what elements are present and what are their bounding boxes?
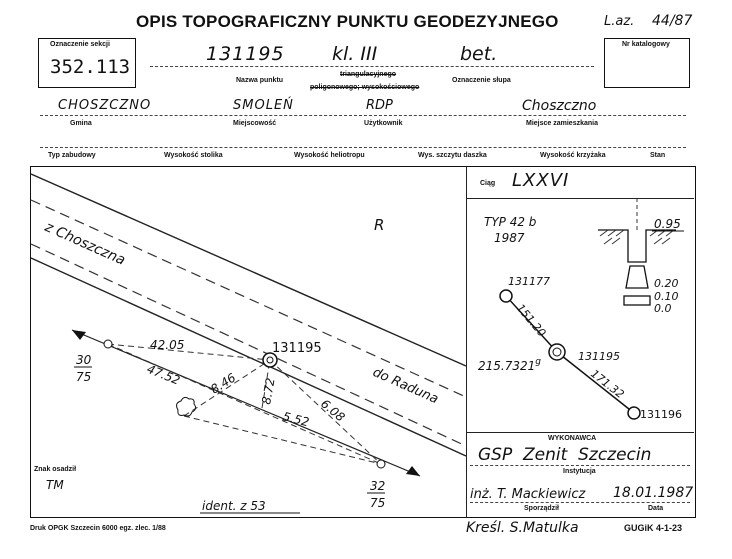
traverse-point-top [499,289,513,303]
catalog-box [604,38,690,88]
miejsce-value: Choszczno [522,98,597,114]
date-label: Data [648,505,664,512]
frac-right-bottom: 75 [370,496,385,510]
witness-point-right [376,459,386,469]
ground-cut [598,229,676,263]
traverse-angle: 215.7321g [478,357,541,373]
author-label: Sporządził [524,505,560,512]
ident-label: ident. z 53 [202,499,266,513]
road-edge-mid2 [30,243,467,447]
point-class: kl. III [332,43,378,65]
stan-label: Stan [650,152,666,159]
map-point-number: 131195 [272,341,322,356]
laz-label: L.az. [604,14,635,29]
dist-8-46: 8.46 [208,370,238,396]
arrow-right [406,466,420,476]
miejscowosc-value: SMOLEŃ [233,98,294,113]
traverse-bottom-number: 131196 [640,408,682,421]
measure-d5 [269,359,382,465]
typ-label: TYP 42 b [484,215,537,229]
dist-5-52: 5.52 [281,409,310,429]
dist-8-72: 8.72 [259,377,277,406]
typ-zabudowy-label: Typ zabudowy [48,152,96,159]
footer-form-code: GUGiK 4-1-23 [624,523,683,533]
date-value: 18.01.1987 [613,485,694,501]
daszek-label: Wys. szczytu daszka [418,152,487,159]
dist-42-05: 42.05 [150,338,184,352]
pillar-label: Oznaczenie słupa [452,77,511,84]
point-number: 131195 [206,43,285,65]
map-frame [30,166,696,518]
ground-hatching [599,229,675,245]
road-edge-bottom [30,257,467,457]
height-2: 0.10 [654,290,679,303]
ciag-label: Ciąg [480,180,496,187]
traverse-line-top [505,295,558,353]
section-value: 352.113 [50,56,131,78]
traverse-bottom-distance: 171.32 [588,367,626,401]
gmina-label: Gmina [70,120,92,127]
section-label: Oznaczenie sekcji [50,41,110,48]
typ-year: 1987 [494,231,525,245]
depth-value: 0.95 [654,217,681,231]
section-box [38,38,136,88]
miejscowosc-label: Miejscowość [233,120,277,127]
gmina-value: CHOSZCZNO [58,98,152,113]
uzytkownik-value: RDP [366,98,393,113]
traverse-mid-number: 131195 [578,350,620,363]
measure-d6 [183,415,382,465]
height-1: 0.20 [654,277,679,290]
frac-left-bottom: 75 [76,370,91,384]
footer-draftsman: Kreśl. S.Matulka [466,520,579,536]
main-point-inner [266,356,274,364]
footer-print-info: Druk OPGK Szczecin 6000 egz. zlec. 1/88 [30,525,166,532]
institution-label: Instytucja [563,468,596,475]
witness-point-left [103,339,113,349]
arrow-left [72,330,86,340]
author-value: inż. T. Mackiewicz [470,487,586,502]
traverse-point-mid-inner [552,347,562,357]
catalog-label: Nr katalogowy [622,41,670,48]
name-label: Nazwa punktu [236,77,284,84]
area-label: R [374,216,384,234]
laz-value: 44/87 [652,13,693,29]
height-3: 0.0 [654,302,672,315]
miejsce-label: Miejsce zamieszkania [526,120,598,127]
road-to-label: do Raduna [370,365,440,407]
point-marker: bet. [460,43,498,65]
measure-d1 [107,343,271,361]
type-line2: poligonowego; wysokościowego [310,84,420,91]
ciag-value: LXXVI [512,170,570,191]
page-title: OPIS TOPOGRAFICZNY PUNKTU GEODEZYJNEGO [136,12,559,31]
traverse-top-number: 131177 [508,275,550,288]
pillar-plate [623,295,651,306]
sign-label: Znak osadził [34,466,77,473]
traverse-line-bottom [556,351,635,414]
road-edge-top [30,173,467,367]
frac-right-top: 32 [370,479,385,493]
field-boundary [71,329,421,477]
uzytkownik-label: Użytkownik [364,120,403,127]
measure-d2 [107,343,382,465]
measure-d4 [261,359,271,409]
road-from-label: z Choszczna [41,219,127,269]
stolik-label: Wysokość stolika [164,152,223,159]
heliotrop-label: Wysokość heliotropu [294,152,365,159]
pillar-top [625,265,649,289]
krzyzak-label: Wysokość krzyżaka [540,152,606,159]
dist-47-52: 47.52 [145,362,182,388]
frac-left-top: 30 [76,353,92,367]
measure-d3 [183,359,271,417]
traverse-point-bottom [627,406,641,420]
type-line1: triangulacyjnego [340,71,397,78]
road-edge-mid [30,199,467,398]
institution-value: GSP Zenit Szczecin [478,445,652,465]
tree-symbol [176,396,197,417]
wykonawca-label: WYKONAWCA [548,435,597,442]
sign-value: TM [46,478,64,492]
traverse-top-distance: 151.20 [514,302,549,340]
